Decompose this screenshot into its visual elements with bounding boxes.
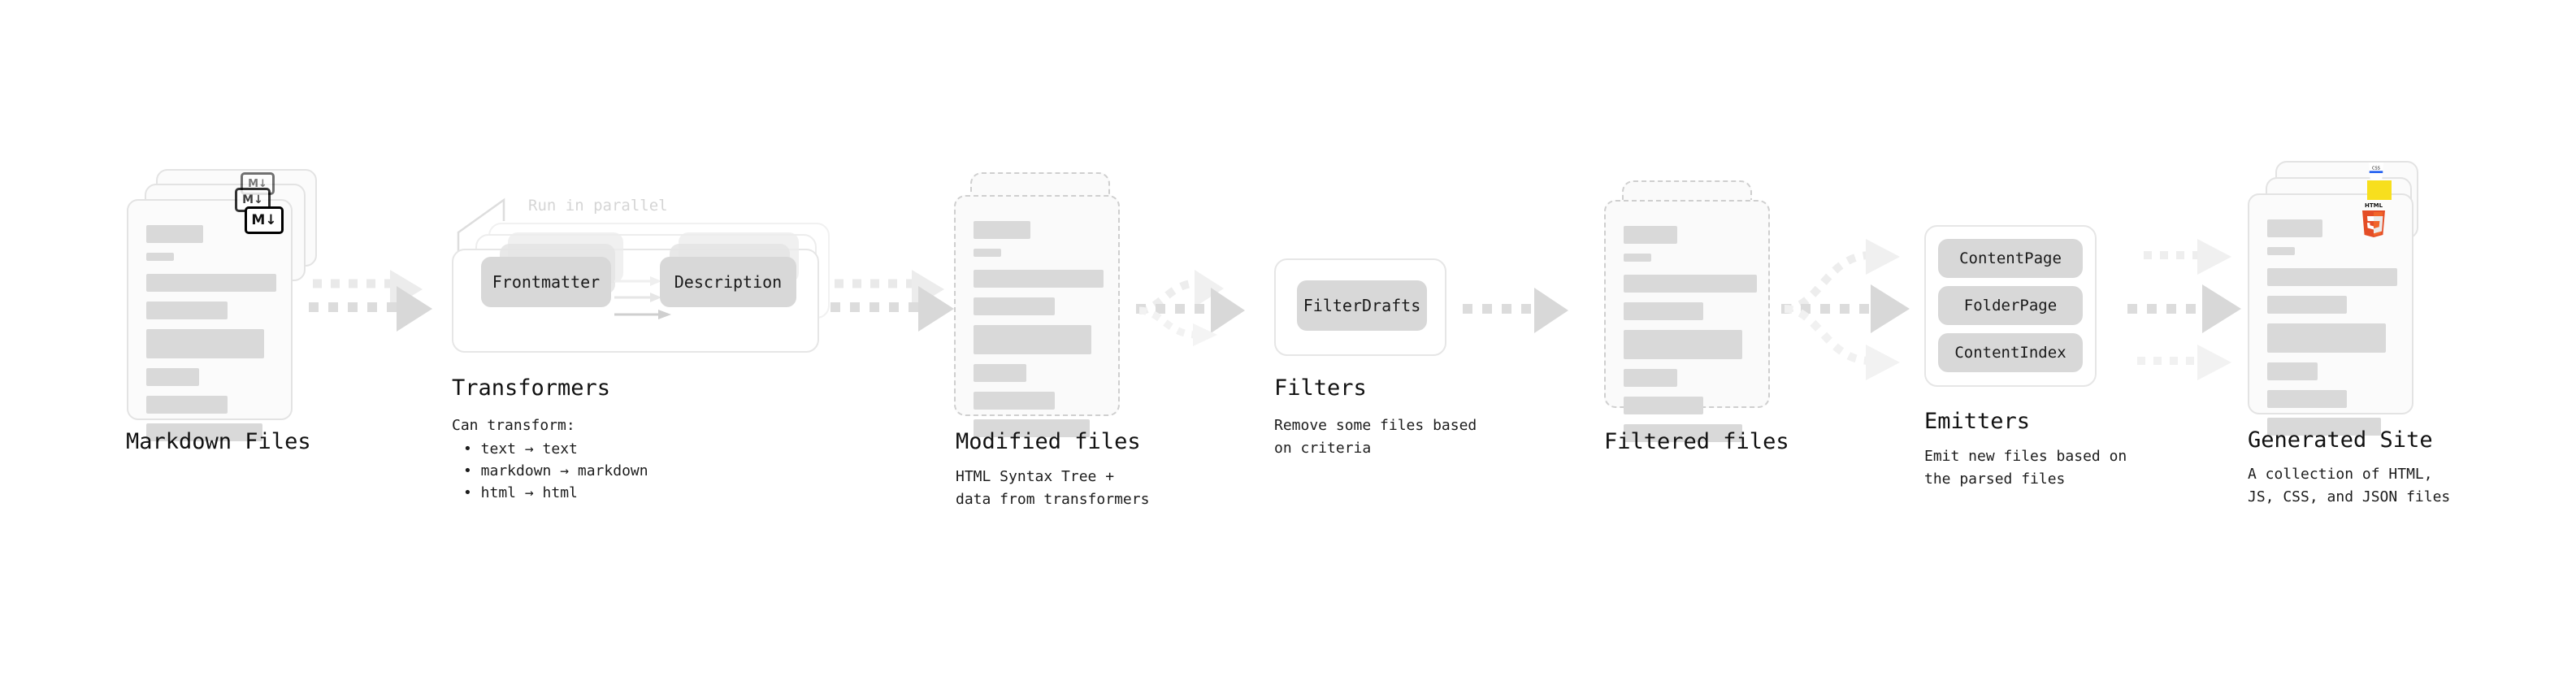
markdown-card-content <box>146 225 276 451</box>
content-line <box>1624 397 1703 414</box>
content-line <box>974 249 1001 257</box>
filtered-card-content <box>1624 226 1757 452</box>
content-line <box>1624 275 1757 293</box>
modified-files-subtitle: HTML Syntax Tree + data from transformer… <box>956 468 1150 508</box>
filter-pill-filterdrafts[interactable]: FilterDrafts <box>1297 280 1427 331</box>
site-card-content <box>2267 219 2397 445</box>
content-line <box>146 368 199 386</box>
content-line <box>146 396 228 414</box>
markdown-badge-icon: M↓ <box>245 206 284 234</box>
stage-title-emitters: Emitters <box>1924 409 2031 434</box>
connector-transformers-to-modified <box>830 270 954 332</box>
content-line <box>2267 219 2322 237</box>
content-line <box>974 297 1055 315</box>
connector-filtered-to-emitters <box>1781 239 1910 380</box>
run-in-parallel-bracket <box>457 197 505 252</box>
markdown-badge-icon: M↓ <box>235 188 271 212</box>
content-line <box>2267 323 2386 353</box>
content-line <box>1624 330 1742 359</box>
run-in-parallel-label: Run in parallel <box>528 197 668 215</box>
modified-card-front <box>954 195 1120 437</box>
content-line <box>2267 296 2347 314</box>
transformers-bullet-2: • markdown → markdown <box>463 462 648 479</box>
javascript-icon <box>2367 180 2392 200</box>
content-line <box>146 274 276 292</box>
site-card-front <box>2248 193 2413 436</box>
filters-subtitle: Remove some files based on criteria <box>1274 417 1477 457</box>
transformers-bullet-3: • html → html <box>463 484 578 501</box>
content-line <box>1624 226 1677 244</box>
content-line <box>146 329 264 358</box>
content-line <box>146 423 262 441</box>
content-line <box>974 419 1090 437</box>
content-line <box>974 270 1104 288</box>
stage-title-filters: Filters <box>1274 375 1367 401</box>
emitter-pill-contentpage[interactable]: ContentPage <box>1938 239 2083 278</box>
filtered-card-front <box>1604 200 1770 442</box>
content-line <box>1624 254 1651 262</box>
connector-modified-to-filters <box>1136 270 1245 346</box>
css3-icon: CSS <box>2368 163 2384 182</box>
transformers-subtitle: Can transform: <box>452 417 575 434</box>
emitters-subtitle: Emit new files based on the parsed files <box>1924 448 2127 488</box>
html5-icon: HTML <box>2362 202 2385 237</box>
emitter-pill-folderpage[interactable]: FolderPage <box>1938 286 2083 325</box>
content-line <box>146 253 174 261</box>
content-line <box>1624 424 1742 442</box>
content-line <box>146 301 228 319</box>
content-line <box>2267 418 2381 436</box>
content-line <box>1624 369 1677 387</box>
stage-title-markdown-files: Markdown Files <box>126 429 311 454</box>
connector-markdown-to-transformers <box>309 270 432 332</box>
content-line <box>974 364 1026 382</box>
stage-title-transformers: Transformers <box>452 375 611 401</box>
emitter-pill-contentindex[interactable]: ContentIndex <box>1938 333 2083 372</box>
content-line <box>2267 247 2295 255</box>
content-line <box>2267 268 2397 286</box>
stage-title-filtered-files: Filtered files <box>1604 429 1789 454</box>
markdown-card-front <box>127 199 293 441</box>
content-line <box>1624 302 1703 320</box>
transformer-pill-description[interactable]: Description <box>660 257 796 307</box>
content-line <box>2267 390 2347 408</box>
modified-card-content <box>974 221 1104 447</box>
content-line <box>974 221 1030 239</box>
connector-emitters-to-site <box>2127 239 2241 380</box>
stage-title-modified-files: Modified files <box>956 429 1141 454</box>
content-line <box>974 392 1055 410</box>
content-line <box>146 225 203 243</box>
transformer-inner-arrows <box>614 276 671 319</box>
transformer-pill-frontmatter[interactable]: Frontmatter <box>481 257 611 307</box>
svg-text:HTML: HTML <box>2365 202 2383 209</box>
content-line <box>2267 362 2318 380</box>
content-line <box>974 325 1091 354</box>
connector-filters-to-filtered <box>1463 288 1568 333</box>
stage-title-generated-site: Generated Site <box>2248 427 2433 453</box>
svg-text:CSS: CSS <box>2372 166 2380 171</box>
generated-site-subtitle: A collection of HTML, JS, CSS, and JSON … <box>2248 466 2451 505</box>
transformers-bullet-1: • text → text <box>463 440 578 458</box>
